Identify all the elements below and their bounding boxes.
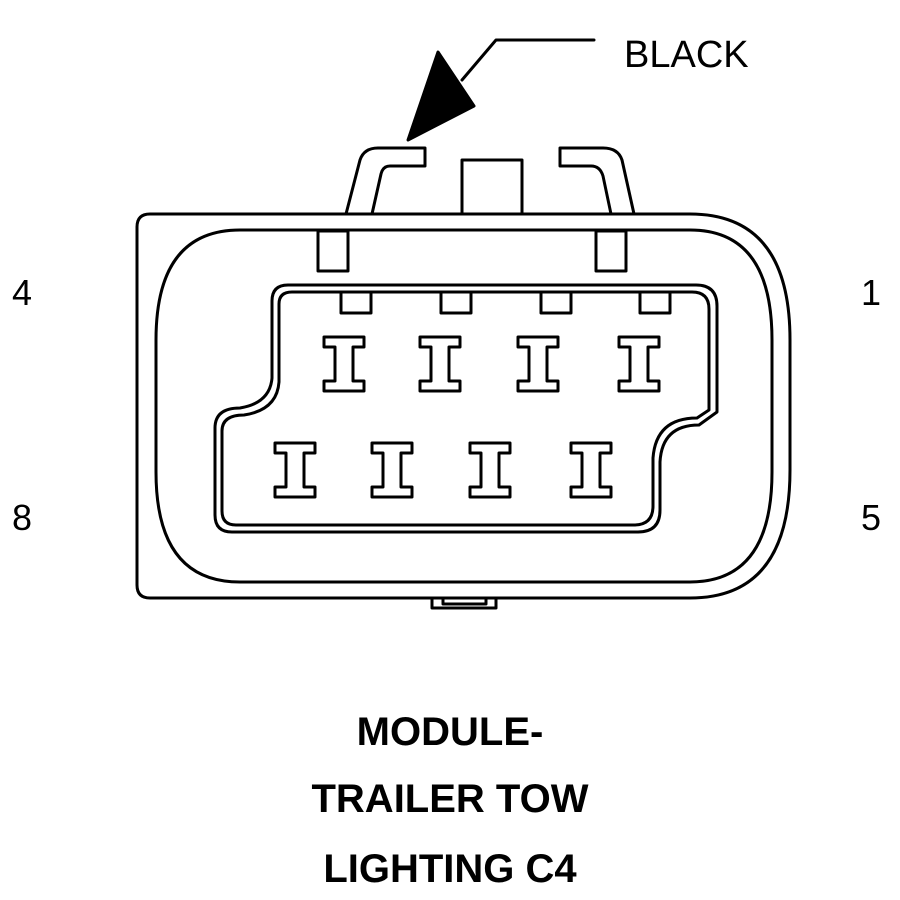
center-key-tab bbox=[460, 158, 524, 216]
latch-notch bbox=[539, 290, 573, 315]
connector-inner-ring bbox=[154, 228, 774, 584]
latch-notch bbox=[439, 290, 473, 315]
terminal-cavity-pin-5 bbox=[569, 441, 613, 499]
terminal-cavity-pin-7 bbox=[370, 441, 414, 499]
terminal-cavity-pin-1 bbox=[617, 335, 661, 393]
caption-line-1: MODULE- bbox=[356, 710, 544, 754]
latch-notch bbox=[638, 290, 672, 315]
pin-label-top-left: 4 bbox=[12, 272, 33, 313]
caption-line-3: LIGHTING C4 bbox=[323, 847, 577, 891]
terminal-cavity-pin-3 bbox=[418, 335, 462, 393]
connector-color-label: BLACK bbox=[624, 34, 749, 76]
cavity-block-outer bbox=[213, 283, 719, 534]
cavity-block-inner bbox=[220, 290, 711, 527]
terminal-cavity-pin-8 bbox=[273, 441, 317, 499]
terminal-cavity-pin-2 bbox=[516, 335, 560, 393]
pin-label-top-right: 1 bbox=[861, 272, 882, 313]
guide-post-right bbox=[594, 229, 628, 273]
pin-label-bottom-left: 8 bbox=[12, 497, 33, 538]
lock-tab-right bbox=[558, 146, 636, 216]
callout-arrow bbox=[406, 38, 596, 142]
lock-tab-left bbox=[344, 146, 427, 216]
pin-label-bottom-right: 5 bbox=[861, 497, 882, 538]
terminal-cavity-pin-6 bbox=[468, 441, 512, 499]
caption-line-2: TRAILER TOW bbox=[311, 777, 589, 821]
guide-post-left bbox=[316, 229, 350, 273]
connector-housing bbox=[135, 212, 792, 600]
bottom-latch bbox=[430, 596, 498, 610]
latch-notch bbox=[339, 290, 373, 315]
terminal-cavity-pin-4 bbox=[322, 335, 366, 393]
